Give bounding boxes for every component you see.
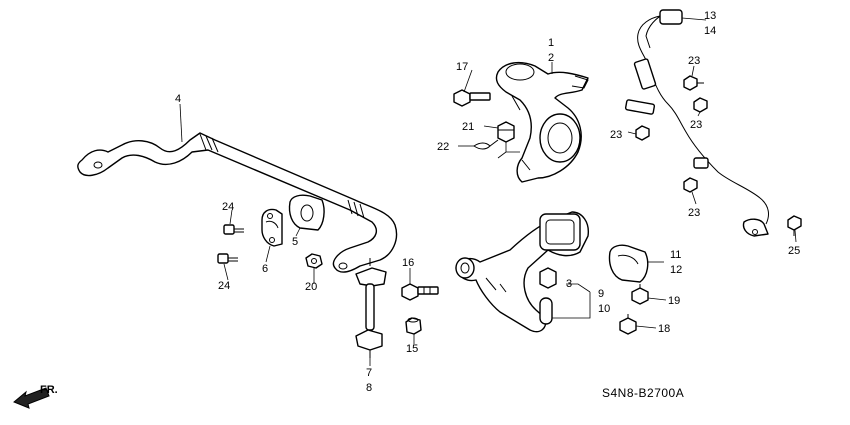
stabilizer-bushing[interactable] bbox=[288, 194, 325, 231]
callout-1: 1 bbox=[548, 37, 554, 49]
nut-20[interactable] bbox=[305, 253, 323, 269]
diagram-code: S4N8-B2700A bbox=[602, 386, 684, 400]
abs-sensor-harness[interactable] bbox=[624, 9, 769, 237]
callout-15: 15 bbox=[406, 343, 418, 355]
callout-23-b: 23 bbox=[690, 119, 702, 131]
callout-20: 20 bbox=[305, 281, 317, 293]
bolt-24-lower[interactable] bbox=[217, 253, 238, 264]
callout-24-a: 24 bbox=[222, 201, 234, 213]
front-direction-arrow-icon: FR. bbox=[13, 384, 58, 409]
callout-16: 16 bbox=[402, 257, 414, 269]
leader-lines bbox=[179, 17, 797, 366]
cotter-pin-22[interactable] bbox=[473, 139, 499, 150]
callout-21: 21 bbox=[462, 121, 474, 133]
callout-17: 17 bbox=[456, 61, 468, 73]
bolt-24-upper[interactable] bbox=[223, 224, 244, 235]
callout-labels: 1 2 3 4 5 6 7 8 9 10 11 12 13 14 15 16 1… bbox=[175, 10, 800, 394]
callout-7: 7 bbox=[366, 367, 372, 379]
bolt-23-c[interactable] bbox=[635, 125, 650, 141]
stabilizer-link[interactable] bbox=[355, 258, 387, 358]
callout-18: 18 bbox=[658, 323, 670, 335]
callout-12: 12 bbox=[670, 264, 682, 276]
callout-14: 14 bbox=[704, 25, 716, 37]
callout-2: 2 bbox=[548, 52, 554, 64]
callout-23-a: 23 bbox=[688, 55, 700, 67]
bolt-23-d[interactable] bbox=[683, 177, 698, 193]
callout-8: 8 bbox=[366, 382, 372, 394]
bolt-23-b[interactable] bbox=[693, 97, 708, 113]
callout-24-b: 24 bbox=[218, 280, 230, 292]
callout-13: 13 bbox=[704, 10, 716, 22]
callout-22: 22 bbox=[437, 141, 449, 153]
callout-19: 19 bbox=[668, 295, 680, 307]
bolt-23-a[interactable] bbox=[683, 75, 704, 91]
callout-5: 5 bbox=[292, 236, 298, 248]
bolt-19[interactable] bbox=[631, 284, 649, 305]
steering-knuckle[interactable] bbox=[495, 61, 589, 183]
callout-11: 11 bbox=[670, 249, 681, 261]
callout-9: 9 bbox=[598, 288, 604, 300]
callout-23-d: 23 bbox=[688, 207, 700, 219]
stabilizer-bar[interactable] bbox=[77, 132, 398, 273]
bolt-25[interactable] bbox=[787, 215, 802, 236]
nut-21[interactable] bbox=[497, 121, 515, 143]
callout-10: 10 bbox=[598, 303, 610, 315]
nut-15[interactable] bbox=[405, 317, 422, 335]
callout-25: 25 bbox=[788, 245, 800, 257]
stabilizer-holder[interactable] bbox=[261, 208, 283, 247]
arm-bushing-holder[interactable] bbox=[608, 244, 649, 283]
callout-4: 4 bbox=[175, 93, 181, 105]
dust-boot-3[interactable] bbox=[539, 267, 557, 289]
bolt-18[interactable] bbox=[619, 314, 637, 335]
lower-control-arm[interactable] bbox=[455, 211, 589, 333]
callout-3: 3 bbox=[566, 278, 572, 290]
callout-6: 6 bbox=[262, 263, 268, 275]
bolt-17[interactable] bbox=[453, 89, 491, 107]
callout-23-c: 23 bbox=[610, 129, 622, 141]
direction-label: FR. bbox=[40, 384, 58, 396]
bolt-16[interactable] bbox=[401, 283, 439, 301]
